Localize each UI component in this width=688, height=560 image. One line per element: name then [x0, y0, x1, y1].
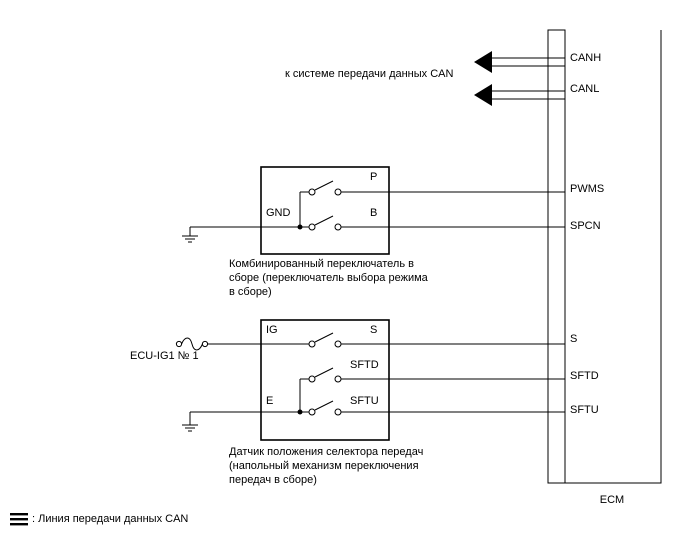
ground-icon [182, 226, 300, 243]
legend-label: : Линия передачи данных CAN [32, 513, 188, 525]
fuse-icon [175, 337, 209, 351]
position-sensor-caption-3: передач в сборе) [229, 474, 317, 486]
pin-sftu: SFTU [570, 404, 599, 416]
canl-line: CANL [474, 83, 599, 106]
pin-canh: CANH [570, 52, 601, 64]
can-lines: CANH CANL к системе передачи данных CAN [285, 51, 601, 106]
can-line-legend-icon [10, 513, 28, 526]
combination-switch-caption-2: сборе (переключатель выбора режима [229, 272, 429, 284]
position-sensor: IG S SFTD E SFTU Датчик положения селек [205, 319, 423, 486]
ecm-left-rail [547, 29, 566, 484]
switch-sftu-icon [300, 400, 342, 416]
terminal-sftu: SFTU [350, 395, 379, 407]
pin-pwms: PWMS [570, 183, 604, 195]
pin-s: S [570, 333, 577, 345]
fuse-label: ECU-IG1 № 1 [130, 350, 199, 362]
pin-canl: CANL [570, 83, 599, 95]
canl-arrow-icon [474, 84, 492, 106]
ecm-label: ECM [600, 494, 624, 506]
ecm-block: ECM [547, 29, 662, 506]
legend: : Линия передачи данных CAN [10, 513, 188, 526]
pin-spcn: SPCN [570, 220, 601, 232]
terminal-p: P [370, 171, 377, 183]
position-sensor-box [260, 319, 390, 441]
position-sensor-caption-2: (напольный механизм переключения [229, 460, 419, 472]
combination-switch-caption-3: в сборе) [229, 286, 272, 298]
position-sensor-caption-1: Датчик положения селектора передач [229, 446, 423, 458]
combination-switch: P B GND Комбинированный переключатель в … [229, 166, 429, 298]
terminal-s: S [370, 324, 377, 336]
ecm-outline [548, 30, 662, 484]
canh-line: CANH [474, 51, 601, 73]
can-destination-label: к системе передачи данных CAN [285, 68, 454, 80]
combination-switch-box [260, 166, 390, 255]
canh-arrow-icon [474, 51, 492, 73]
terminal-gnd: GND [266, 207, 291, 219]
combination-switch-caption-1: Комбинированный переключатель в [229, 258, 414, 270]
ground-icon [182, 411, 300, 432]
switch-s-icon [205, 332, 342, 348]
terminal-sftd: SFTD [350, 359, 379, 371]
terminal-ig: IG [266, 324, 278, 336]
pin-sftd: SFTD [570, 370, 599, 382]
terminal-e: E [266, 395, 273, 407]
terminal-b: B [370, 207, 377, 219]
